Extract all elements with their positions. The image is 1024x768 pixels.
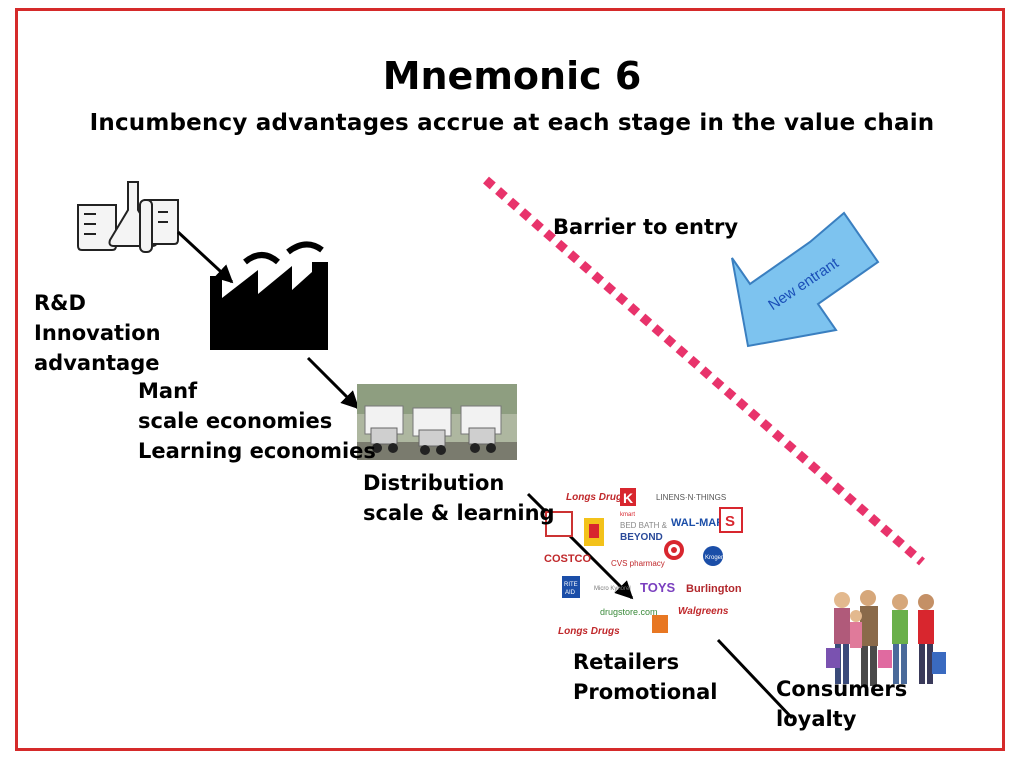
distribution-line-1: Distribution bbox=[363, 471, 505, 495]
rnd-line-3: advantage bbox=[34, 351, 160, 375]
rnd-line-1: R&D bbox=[34, 291, 86, 315]
lab-glassware-icon bbox=[77, 181, 179, 253]
manf-line-3: Learning economies bbox=[138, 439, 376, 463]
shoppers-photo bbox=[820, 586, 948, 690]
consumers-line-1: Consumers bbox=[776, 677, 908, 701]
barrier-label: Barrier to entry bbox=[553, 215, 739, 239]
rnd-line-2: Innovation bbox=[34, 321, 161, 345]
retailers-line-1: Retailers bbox=[573, 650, 680, 674]
consumers-line-2: loyalty bbox=[776, 707, 857, 731]
new-entrant-arrow: New entrant bbox=[731, 211, 880, 348]
distribution-line-2: scale & learning bbox=[363, 501, 555, 525]
manf-line-2: scale economies bbox=[138, 409, 333, 433]
factory-icon bbox=[210, 241, 328, 350]
barrier-line bbox=[483, 176, 925, 566]
manf-line-1: Manf bbox=[138, 379, 198, 403]
manf-label: Manf scale economies Learning economies bbox=[138, 376, 376, 466]
manf-to-distribution-arrow bbox=[306, 356, 360, 410]
retailers-label: Retailers Promotional bbox=[573, 647, 717, 707]
rnd-to-manf-arrow bbox=[176, 230, 234, 284]
consumers-label: Consumers loyalty bbox=[776, 674, 907, 734]
distribution-label: Distribution scale & learning bbox=[363, 468, 555, 528]
retailers-line-2: Promotional bbox=[573, 680, 718, 704]
rnd-label: R&D Innovation advantage bbox=[34, 288, 161, 378]
slide-frame bbox=[15, 8, 1005, 751]
retailers-to-consumers-arrow bbox=[716, 638, 794, 720]
trucks-photo bbox=[357, 384, 517, 460]
slide-subtitle: Incumbency advantages accrue at each sta… bbox=[89, 110, 935, 136]
slide-title: Mnemonic 6 bbox=[382, 54, 642, 98]
